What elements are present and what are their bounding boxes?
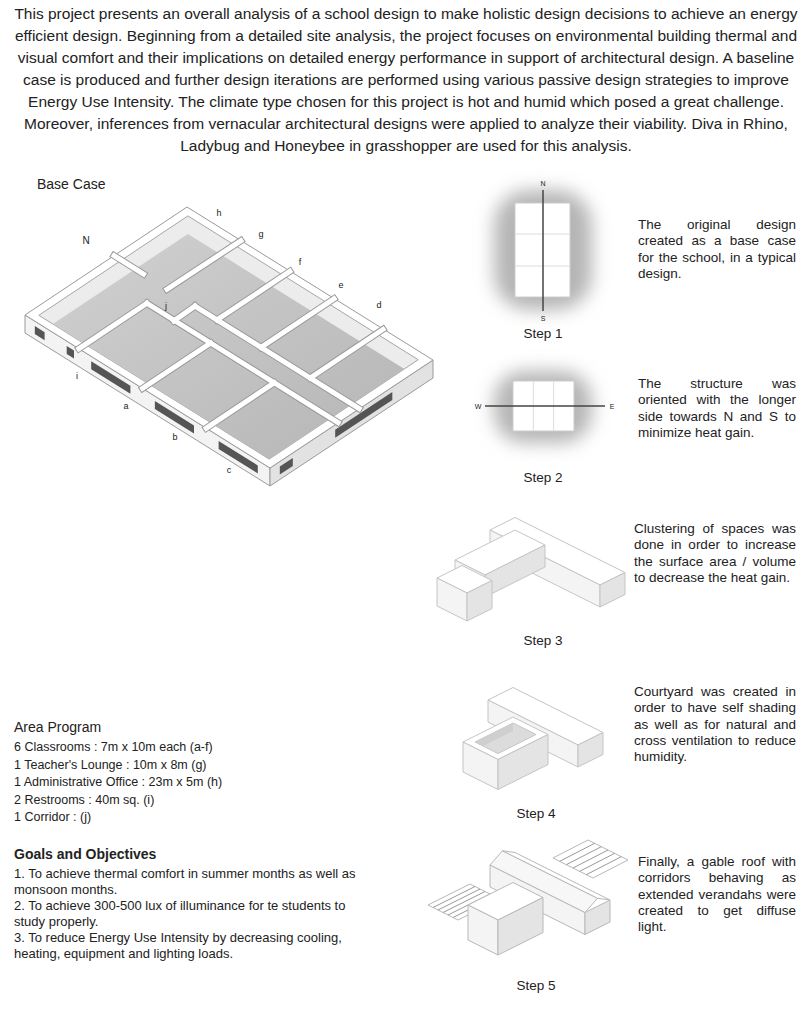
step-three-massing-part <box>600 573 625 608</box>
base-case-plan-part-part-part <box>261 299 334 348</box>
base-case-plan-part-part <box>39 234 418 477</box>
room-letter: b <box>172 432 177 443</box>
step-label: Step 2 <box>523 469 562 486</box>
step-two-plan <box>485 371 605 443</box>
base-case-plan-part-part <box>155 401 194 434</box>
step-label: Step 5 <box>516 977 555 994</box>
program-item: 1 Teacher's Lounge : 10m x 8m (g) <box>14 757 207 773</box>
step-five-massing-part <box>553 840 628 878</box>
step-four-massing-part <box>498 735 548 790</box>
base-case-plan-part-part <box>35 326 45 340</box>
north-mark: N <box>82 234 89 247</box>
base-case-plan-part-part <box>67 346 74 359</box>
step-five-massing-part <box>560 843 622 874</box>
base-case-plan-part-part-part <box>206 383 274 428</box>
base-case-plan-part-part-part <box>167 241 241 290</box>
program-item: 2 Restrooms : 40m sq. (i) <box>14 792 154 808</box>
base-case-plan-part-part-part <box>310 329 383 378</box>
compass-letter: S <box>541 314 546 323</box>
step-three-massing <box>437 518 625 622</box>
compass-letter: N <box>540 179 545 188</box>
step-one-plan-part <box>542 190 544 311</box>
base-case-plan-part-part-part <box>195 306 359 409</box>
step-description: Clustering of spaces was done in order t… <box>634 521 796 586</box>
step-label: Step 3 <box>523 632 562 649</box>
base-case-plan-part-part <box>280 458 293 475</box>
room-letter: f <box>299 257 302 268</box>
program-item: 6 Classrooms : 7m x 10m each (a-f) <box>14 739 213 755</box>
base-case-plan-part-part-part <box>261 299 334 348</box>
base-case-plan-part-part-part <box>79 303 147 348</box>
goal-item: 3. To reduce Energy Use Intensity by dec… <box>14 930 369 961</box>
base-case-plan <box>25 207 433 486</box>
step-label: Step 4 <box>516 805 555 822</box>
room-letter: j <box>165 301 167 312</box>
base-case-plan-part-part-part <box>167 241 241 290</box>
base-case-plan-part-part <box>79 241 383 429</box>
base-case-plan-part-part-part <box>143 343 211 388</box>
step-two-plan-part <box>494 371 592 443</box>
step-five-massing-part <box>468 905 498 955</box>
base-case-plan-part-part-part <box>114 256 143 274</box>
program-item: 1 Administrative Office : 23m x 5m (h) <box>14 774 222 790</box>
section-heading: Area Program <box>14 718 101 736</box>
step-description: Courtyard was created in order to have s… <box>634 684 796 765</box>
base-case-plan-part-part-part <box>195 306 359 409</box>
compass-letter: W <box>475 402 482 411</box>
room-letter: i <box>76 371 78 382</box>
step-description: Finally, a gable roof with corridors beh… <box>638 854 796 935</box>
base-case-plan-part-part <box>79 241 383 429</box>
step-two-plan-part <box>485 405 605 407</box>
room-letter: e <box>338 280 343 291</box>
room-letter: c <box>227 465 232 476</box>
program-item: 1 Corridor : (j) <box>14 809 91 825</box>
step-three-massing-part <box>467 581 492 622</box>
step-label: Step 1 <box>523 325 562 342</box>
step-four-massing-part <box>475 723 513 746</box>
base-case-plan-part-part-part <box>114 256 143 274</box>
step-three-massing-part <box>437 578 467 621</box>
base-case-plan-part-part-part <box>206 383 274 428</box>
section-heading: Goals and Objectives <box>14 845 156 863</box>
base-case-plan-part-part-part <box>143 343 211 388</box>
room-letter: h <box>216 208 221 219</box>
step-five-massing-part <box>498 898 543 956</box>
step-four-massing <box>463 688 603 790</box>
room-letter: g <box>258 229 263 240</box>
base-case-plan-part-part-part <box>217 271 290 320</box>
step-three-massing-part <box>485 545 545 597</box>
step-one-plan-part <box>494 190 592 310</box>
base-case-plan-part <box>79 241 383 429</box>
room-letter: a <box>123 401 128 412</box>
base-case-plan-part-part-part <box>217 271 290 320</box>
goal-item: 2. To achieve 300-500 lux of illuminance… <box>14 898 369 929</box>
intro-paragraph: This project presents an overall analysi… <box>11 3 801 157</box>
step-one-plan <box>494 190 592 311</box>
step-four-massing-part <box>578 733 603 768</box>
base-case-plan-part <box>39 234 418 477</box>
step-five-massing-part-part <box>586 857 621 875</box>
base-case-plan-part-part-part <box>79 303 147 348</box>
base-case-plan-part-part-part <box>174 306 195 321</box>
base-case-plan-part-part <box>91 361 130 394</box>
step-description: The original design created as a base ca… <box>638 217 796 282</box>
base-case-plan-part-part <box>219 441 258 474</box>
figure-heading: Base Case <box>37 175 105 193</box>
base-case-plan-part-part-part <box>310 329 383 378</box>
step-five-massing <box>428 840 628 955</box>
step-description: The structure was oriented with the long… <box>638 376 796 441</box>
goal-item: 1. To achieve thermal comfort in summer … <box>14 866 369 897</box>
room-letter: d <box>376 300 381 311</box>
base-case-plan-part-part-part <box>174 306 195 321</box>
compass-letter: E <box>610 402 615 411</box>
step-four-massing-part <box>463 742 498 790</box>
